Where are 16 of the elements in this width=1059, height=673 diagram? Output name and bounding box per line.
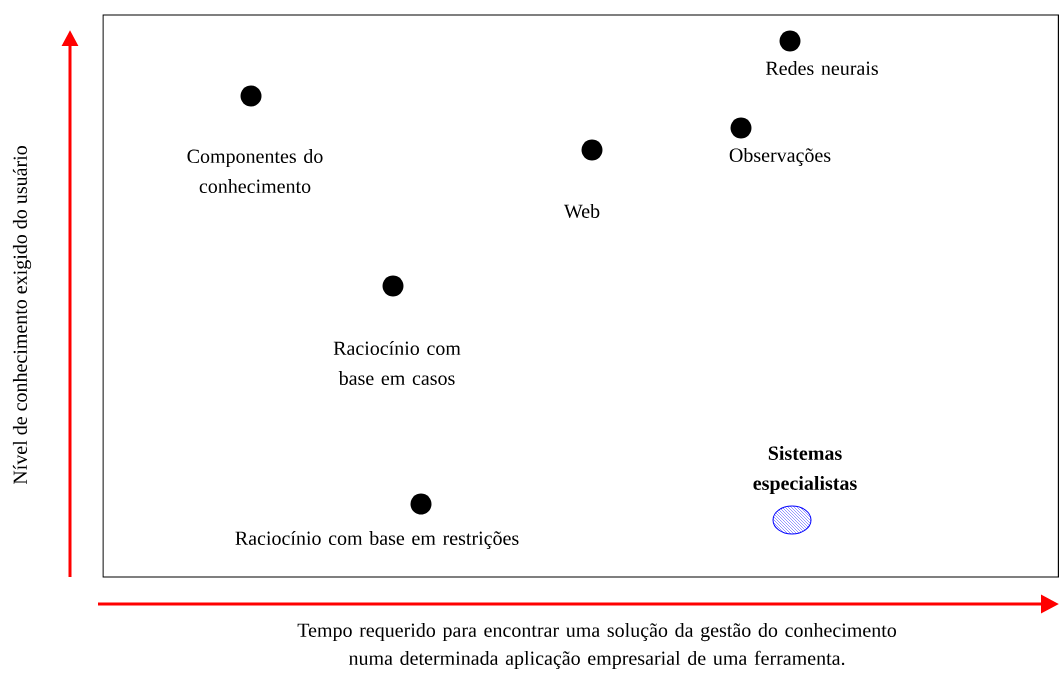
point-label: Raciocínio com base em restrições: [235, 530, 519, 550]
dot: [410, 493, 432, 515]
point-label: Sistemas especialistas: [753, 445, 857, 495]
hatched-marker: [772, 505, 812, 535]
point-label: Web: [563, 203, 600, 219]
point-label: Raciocínio com base em casos: [333, 340, 461, 386]
dot: [240, 85, 262, 107]
dot: [581, 139, 603, 161]
dot: [730, 117, 752, 139]
point-label: Redes neurais: [765, 60, 878, 76]
dot: [382, 275, 404, 297]
dot: [779, 30, 801, 52]
point-label: Observações: [729, 147, 831, 167]
point-label: Componentes do conhecimento: [187, 148, 323, 194]
axis-title: Nível de conhecimento exigido do usuário: [12, 146, 32, 485]
axis-title: Tempo requerido para encontrar uma solução da gestão do conhecimento numa determinada aplicação empresarial de uma ferramenta.: [297, 622, 897, 670]
